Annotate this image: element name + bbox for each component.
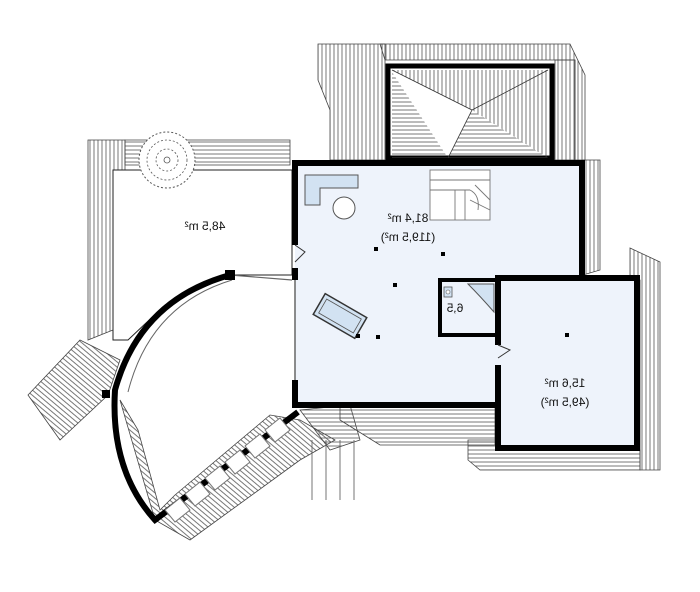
column-marker [565, 333, 569, 337]
side-room: 15,6 m² (49,5 m²) [495, 275, 640, 451]
sink-icon [443, 286, 453, 298]
bathtub-icon [466, 283, 495, 314]
main-hall-total-label: (119,5 m²) [381, 230, 435, 244]
terrace: 48,5 m² [112, 131, 293, 341]
curved-wall [102, 270, 300, 525]
terrace-area-label: 48,5 m² [185, 219, 226, 233]
door-icon [294, 244, 306, 263]
main-hall-area-label: 81,4 m² [388, 211, 429, 225]
side-room-total-label: (49,5 m²) [541, 395, 590, 409]
round-table-icon [332, 196, 356, 220]
side-room-area-label: 15,6 m² [545, 376, 586, 390]
spiral-ornament-icon [138, 131, 196, 189]
billiard-table-icon [312, 292, 368, 340]
bathroom-area-label: 6,5 [446, 301, 463, 315]
sofa-icon [304, 174, 359, 206]
door-icon [497, 344, 512, 359]
column-markers [356, 247, 445, 339]
staircase-icon [429, 169, 491, 221]
